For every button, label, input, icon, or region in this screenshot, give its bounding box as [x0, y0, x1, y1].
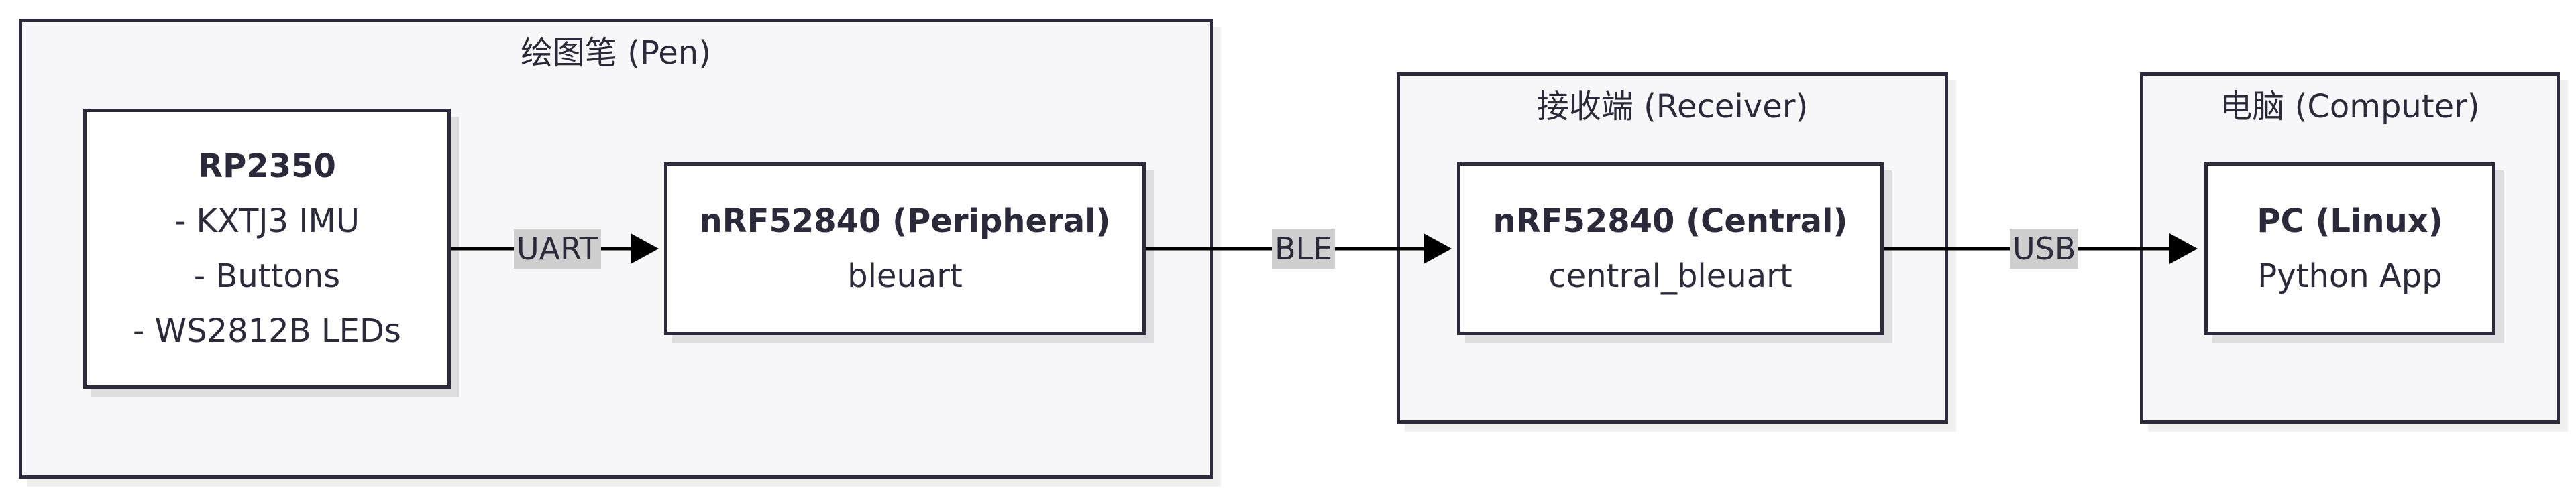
node-peripheral-title: nRF52840 (Peripheral) — [699, 202, 1111, 240]
node-central-title: nRF52840 (Central) — [1493, 202, 1848, 240]
edge-uart-arrowhead — [631, 233, 659, 264]
node-rp2350: RP2350 - KXTJ3 IMU - Buttons - WS2812B L… — [83, 109, 451, 389]
cluster-title-receiver: 接收端 (Receiver) — [1536, 88, 1809, 125]
edge-usb-arrowhead — [2169, 233, 2198, 264]
edge-ble-arrowhead — [1424, 233, 1452, 264]
cluster-title-computer: 电脑 (Computer) — [2220, 88, 2480, 125]
node-rp2350-line-buttons: - Buttons — [193, 257, 341, 295]
node-pc: PC (Linux) Python App — [2204, 162, 2496, 335]
node-peripheral-subtitle: bleuart — [847, 257, 963, 295]
cluster-title-pen: 绘图笔 (Pen) — [521, 34, 711, 72]
edge-label-ble: BLE — [1272, 229, 1336, 269]
edge-label-uart: UART — [514, 229, 601, 269]
node-pc-subtitle: Python App — [2257, 257, 2443, 295]
node-rp2350-title: RP2350 — [198, 147, 336, 185]
node-central: nRF52840 (Central) central_bleuart — [1457, 162, 1884, 335]
node-peripheral: nRF52840 (Peripheral) bleuart — [664, 162, 1146, 335]
node-rp2350-line-leds: - WS2812B LEDs — [133, 312, 401, 350]
node-pc-title: PC (Linux) — [2257, 202, 2443, 240]
node-central-subtitle: central_bleuart — [1548, 257, 1792, 295]
node-rp2350-line-imu: - KXTJ3 IMU — [174, 202, 360, 240]
edge-label-usb: USB — [2010, 229, 2079, 269]
